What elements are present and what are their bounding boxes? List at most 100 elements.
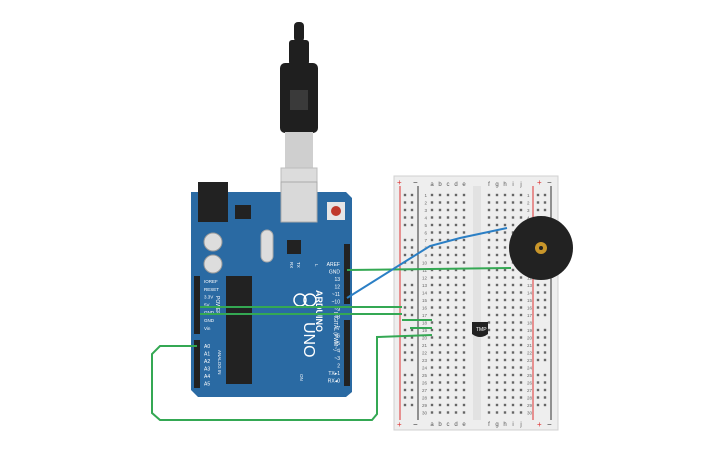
row-number: 18 <box>422 321 428 326</box>
column-label: g <box>495 422 498 428</box>
column-label: e <box>462 182 466 188</box>
row-number: 25 <box>527 373 533 378</box>
row-number: 4 <box>424 216 427 221</box>
row-number: 4 <box>527 216 530 221</box>
column-label: c <box>447 182 450 188</box>
row-number: 19 <box>422 328 428 333</box>
pin-label: A0 <box>204 344 210 350</box>
pin-label: 8 <box>337 315 340 321</box>
pin-label: Vin <box>204 326 211 331</box>
sensor-label: TMP <box>476 327 487 333</box>
analog-header-label: ANALOG IN <box>217 350 222 375</box>
row-number: 13 <box>422 283 428 288</box>
row-number: 22 <box>422 351 428 356</box>
piezo-buzzer[interactable] <box>509 216 573 280</box>
breadboard-holes: 1122334455667788991010111112121313141415… <box>403 193 547 416</box>
rail-plus-bottom-left: + <box>397 420 402 429</box>
wire-gnd-to-buzzer[interactable] <box>346 267 512 271</box>
pin-label: GND <box>204 318 215 323</box>
power-header-label: POWER <box>214 296 220 315</box>
on-led-label: ON <box>299 374 304 381</box>
column-label: e <box>462 422 466 428</box>
row-number: 2 <box>527 201 530 206</box>
column-label: a <box>430 182 434 188</box>
pin-label: 7 <box>337 326 340 332</box>
row-number: 11 <box>422 268 427 273</box>
pin-label: ~6 <box>334 334 340 340</box>
row-number: 28 <box>422 396 428 401</box>
column-label: d <box>454 182 457 188</box>
row-number: 14 <box>422 291 428 296</box>
pin-label: RX◂0 <box>328 379 340 385</box>
row-number: 27 <box>422 388 428 393</box>
pin-label: GND <box>204 310 215 315</box>
arduino-model: UNO <box>300 322 317 358</box>
column-label: j <box>519 182 521 188</box>
usb-port <box>280 181 318 223</box>
row-number: 21 <box>422 343 428 348</box>
row-number: 24 <box>527 366 533 371</box>
column-label: f <box>488 182 490 188</box>
row-number: 16 <box>422 306 428 311</box>
column-label: i <box>512 422 513 428</box>
wires <box>151 227 512 421</box>
row-number: 15 <box>422 298 428 303</box>
pin-label: 13 <box>334 277 340 283</box>
row-number: 26 <box>527 381 533 386</box>
wire-pin10-to-buzzer[interactable] <box>346 227 508 299</box>
row-number: 12 <box>422 276 428 281</box>
row-number: 3 <box>527 208 530 213</box>
rail-plus-top-left: + <box>397 178 402 187</box>
column-label: c <box>447 422 450 428</box>
pin-label: A3 <box>204 367 210 373</box>
row-number: 26 <box>422 381 428 386</box>
pin-label: 12 <box>334 285 340 291</box>
row-number: 17 <box>422 313 428 318</box>
pin-label: TX▸1 <box>328 371 340 377</box>
row-number: 19 <box>527 328 533 333</box>
row-number: 2 <box>424 201 427 206</box>
rail-minus-top-right: − <box>547 178 552 187</box>
l-led-label: L <box>314 264 319 267</box>
wire-a0-to-sensor[interactable] <box>151 334 433 421</box>
pin-label: ~9 <box>334 307 340 313</box>
pin-label: ~5 <box>334 341 340 347</box>
crystal-oscillator <box>260 229 274 263</box>
rail-plus-bottom-right: + <box>537 420 542 429</box>
row-number: 14 <box>527 291 533 296</box>
pin-label: AREF <box>327 262 340 268</box>
row-number: 16 <box>527 306 533 311</box>
temperature-sensor[interactable]: TMP <box>472 322 488 337</box>
pin-label: ~11 <box>332 292 340 298</box>
row-number: 20 <box>527 336 533 341</box>
column-label: b <box>438 182 442 188</box>
pin-label: 2 <box>337 364 340 370</box>
column-label: h <box>503 422 506 428</box>
row-number: 23 <box>527 358 533 363</box>
row-number: 21 <box>527 343 533 348</box>
row-number: 13 <box>527 283 533 288</box>
column-label: f <box>488 422 490 428</box>
row-number: 22 <box>527 351 533 356</box>
pin-label: ~3 <box>334 356 340 362</box>
pin-label: A2 <box>204 359 210 365</box>
arduino-brand: ARDUINO <box>314 290 324 332</box>
pin-label: A5 <box>204 382 210 388</box>
row-number: 28 <box>527 396 533 401</box>
row-number: 9 <box>424 253 427 258</box>
pin-label: IOREF <box>204 279 218 284</box>
arduino-board[interactable]: ARDUINO UNO DIGITAL (PWM~) POWER ANALOG … <box>191 181 352 397</box>
row-number: 7 <box>424 238 427 243</box>
rx-led-label: RX <box>289 262 294 268</box>
rail-minus-bottom-right: − <box>547 420 552 429</box>
row-number: 25 <box>422 373 428 378</box>
capacitor-2 <box>203 254 223 274</box>
row-number: 15 <box>527 298 533 303</box>
row-number: 27 <box>527 388 533 393</box>
